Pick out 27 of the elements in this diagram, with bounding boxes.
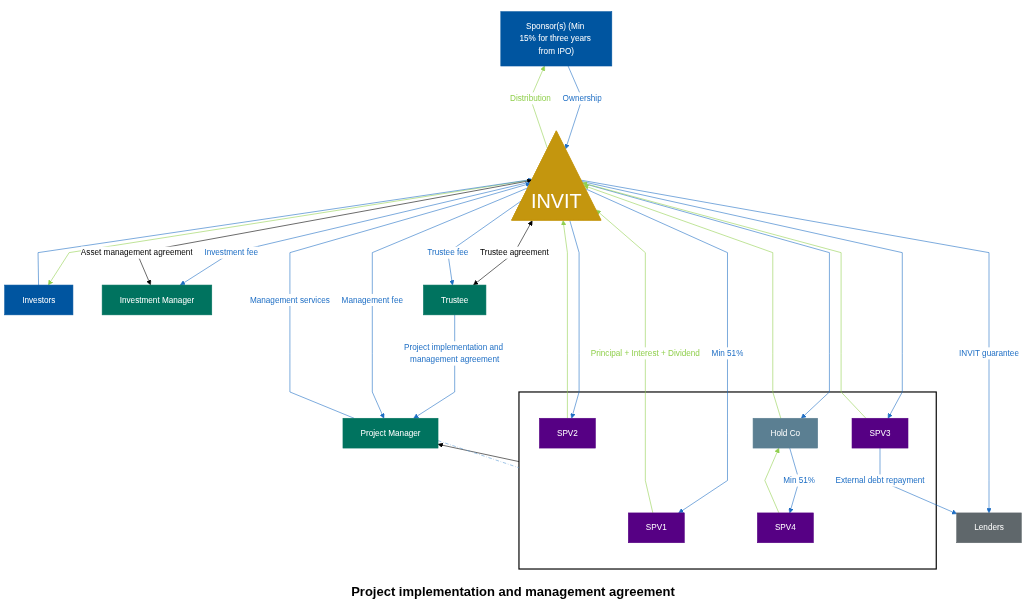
edge-label: Asset management agreement [80, 247, 193, 257]
node-box: SPV1 [628, 512, 685, 543]
node-box: Hold Co [752, 417, 818, 449]
node-box: SPV3 [851, 417, 909, 449]
edge-label: Management fee [341, 294, 403, 304]
node-box: SPV2 [539, 417, 596, 449]
node-box: SPV4 [757, 512, 814, 543]
note-text: Project implementation and management agreement [351, 584, 675, 599]
node-box: Investment Manager [101, 284, 213, 315]
edge-label: Trustee fee [427, 247, 469, 257]
cluster [518, 391, 937, 570]
edge-label: Ownership [562, 93, 602, 103]
edge-label: Trustee agreement [480, 247, 549, 257]
edge-label: Management services [249, 294, 330, 304]
node-box: Trustee [423, 284, 487, 315]
edge-label: Distribution [510, 93, 551, 103]
edge-label: Min 51% [711, 348, 744, 358]
node-box: Project Manager [342, 417, 439, 449]
edge-label: External debt repayment [835, 475, 925, 485]
node-box: Sponsor(s) (Min 15% for three years from IPO) [500, 11, 613, 66]
edge-label: Principal + Interest + Dividend [590, 348, 700, 358]
edge-label: Investment fee [204, 247, 259, 257]
node-box: Lenders [956, 512, 1022, 543]
edge-label: INVIT guarantee [959, 348, 1019, 358]
node-box: Investors [4, 284, 74, 315]
edge-label: Project implementation and management agreement [403, 341, 504, 364]
edge-label: Min 51% [783, 475, 816, 485]
